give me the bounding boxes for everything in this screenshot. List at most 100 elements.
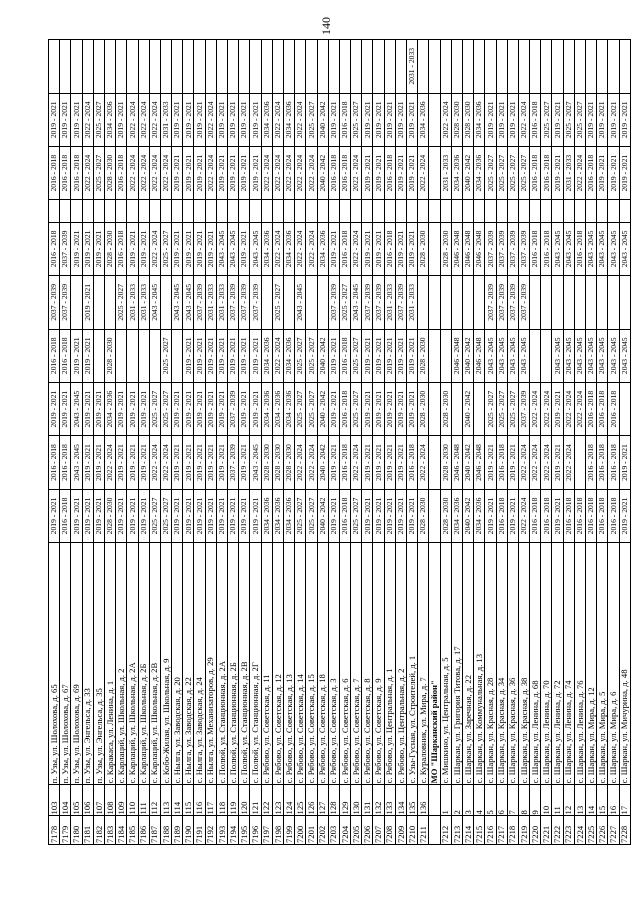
period-cell: 2019 - 2021 (406, 382, 418, 436)
period-cell: 2022 - 2024 (518, 93, 530, 147)
period-cell: 2019 - 2021 (48, 93, 60, 147)
period-cell: 2031 - 2033 (126, 275, 138, 330)
row-index-cell: 116 (193, 784, 206, 816)
period-cell: 2019 - 2021 (395, 222, 407, 276)
period-cell: 2043 - 2045 (585, 329, 597, 383)
row-index-cell (428, 784, 441, 816)
period-cell: 2025 - 2027 (563, 93, 575, 147)
period-cell: 2019 - 2021 (395, 435, 407, 490)
period-cell: 2025 - 2027 (540, 93, 552, 147)
row-number-cell: 7197 (261, 815, 273, 845)
period-cell (372, 199, 385, 223)
period-cell (104, 39, 116, 94)
period-cell: 2019 - 2021 (361, 382, 373, 436)
period-cell: 2016 - 2018 (540, 222, 552, 276)
period-cell: 2019 - 2021 (48, 489, 60, 543)
period-cell: 2019 - 2021 (182, 222, 194, 276)
period-cell: 2037 - 2039 (227, 382, 239, 436)
period-cell: 2037 - 2039 (496, 275, 508, 330)
period-cell (305, 275, 317, 330)
period-cell (249, 199, 262, 223)
period-cell: 2043 - 2045 (294, 275, 306, 330)
row-index-cell: 135 (406, 784, 418, 816)
period-cell (440, 275, 452, 330)
period-cell: 2025 - 2027 (294, 489, 306, 543)
period-cell: 2025 - 2027 (350, 489, 362, 543)
row-number-cell: 7181 (82, 815, 94, 845)
period-cell (339, 39, 351, 94)
period-cell: 2019 - 2021 (182, 435, 194, 490)
address-cell: с. Шаркан, ул. Ленина, д. 72 (551, 542, 564, 785)
period-cell (205, 199, 217, 223)
period-cell (440, 329, 452, 383)
period-cell: 2019 - 2021 (361, 435, 373, 490)
period-cell: 2019 - 2021 (138, 489, 150, 543)
row-index-cell: 111 (138, 784, 150, 816)
period-cell: 2016 - 2018 (574, 222, 586, 276)
period-cell (328, 39, 340, 94)
address-cell: с. Шаркан, ул. Мира, д. 12 (585, 542, 597, 785)
period-cell: 2019 - 2021 (193, 146, 206, 200)
row-index-cell: 122 (261, 784, 273, 816)
period-cell: 2019 - 2021 (205, 489, 217, 543)
period-cell (529, 39, 541, 94)
period-cell: 2019 - 2021 (216, 435, 228, 490)
row-index-cell: 12 (563, 784, 575, 816)
period-cell: 2016 - 2018 (585, 435, 597, 490)
period-cell: 2046 - 2048 (473, 222, 485, 276)
row-number-cell: 7183 (104, 815, 116, 845)
period-cell: 2016 - 2018 (585, 489, 597, 543)
period-cell (328, 199, 340, 223)
period-cell: 2022 - 2024 (529, 382, 541, 436)
period-cell: 2043 - 2045 (551, 329, 564, 383)
row-index-cell: 127 (317, 784, 329, 816)
period-cell: 2019 - 2021 (227, 146, 239, 200)
address-cell: с. Рябово, ул. Центральная, д. 1 (384, 542, 396, 785)
period-cell: 2022 - 2024 (272, 329, 284, 383)
row-number-cell: 7220 (529, 815, 541, 845)
row-number-cell: 7186 (138, 815, 150, 845)
row-index-cell: 103 (48, 784, 60, 816)
row-index-cell: 115 (182, 784, 194, 816)
period-cell: 2019 - 2021 (193, 435, 206, 490)
period-cell: 2016 - 2018 (496, 489, 508, 543)
period-cell: 2025 - 2027 (496, 382, 508, 436)
period-cell: 2019 - 2021 (205, 329, 217, 383)
period-cell (384, 199, 396, 223)
row-index-cell: 13 (574, 784, 586, 816)
row-number-cell: 7200 (294, 815, 306, 845)
period-cell: 2019 - 2021 (70, 222, 83, 276)
period-cell (518, 39, 530, 94)
address-cell: с. Шаркан, ул. Мира, д. 6 (607, 542, 620, 785)
period-cell: 2016 - 2018 (59, 329, 71, 383)
period-cell: 2019 - 2021 (126, 435, 138, 490)
period-cell: 2016 - 2018 (339, 489, 351, 543)
period-cell: 2022 - 2024 (160, 146, 172, 200)
period-cell (126, 39, 138, 94)
address-cell: с. Кобо-Жилая, ул. Школьная, д. 9 (160, 542, 172, 785)
period-cell (428, 199, 441, 223)
period-cell: 2016 - 2018 (339, 222, 351, 276)
period-cell (473, 382, 485, 436)
period-cell (82, 199, 94, 223)
period-cell (238, 199, 250, 223)
row-index-cell: 119 (227, 784, 239, 816)
period-cell (261, 39, 273, 94)
period-cell: 2028 - 2030 (104, 222, 116, 276)
period-cell: 2019 - 2021 (249, 489, 262, 543)
period-cell: 2019 - 2021 (395, 329, 407, 383)
row-number-cell: 7192 (205, 815, 217, 845)
period-cell: 2019 - 2021 (238, 489, 250, 543)
period-cell: 2019 - 2021 (484, 435, 496, 490)
row-index-cell: 10 (540, 784, 552, 816)
row-number-cell: 7223 (563, 815, 575, 845)
period-cell: 2046 - 2048 (451, 222, 463, 276)
period-cell (48, 39, 60, 94)
